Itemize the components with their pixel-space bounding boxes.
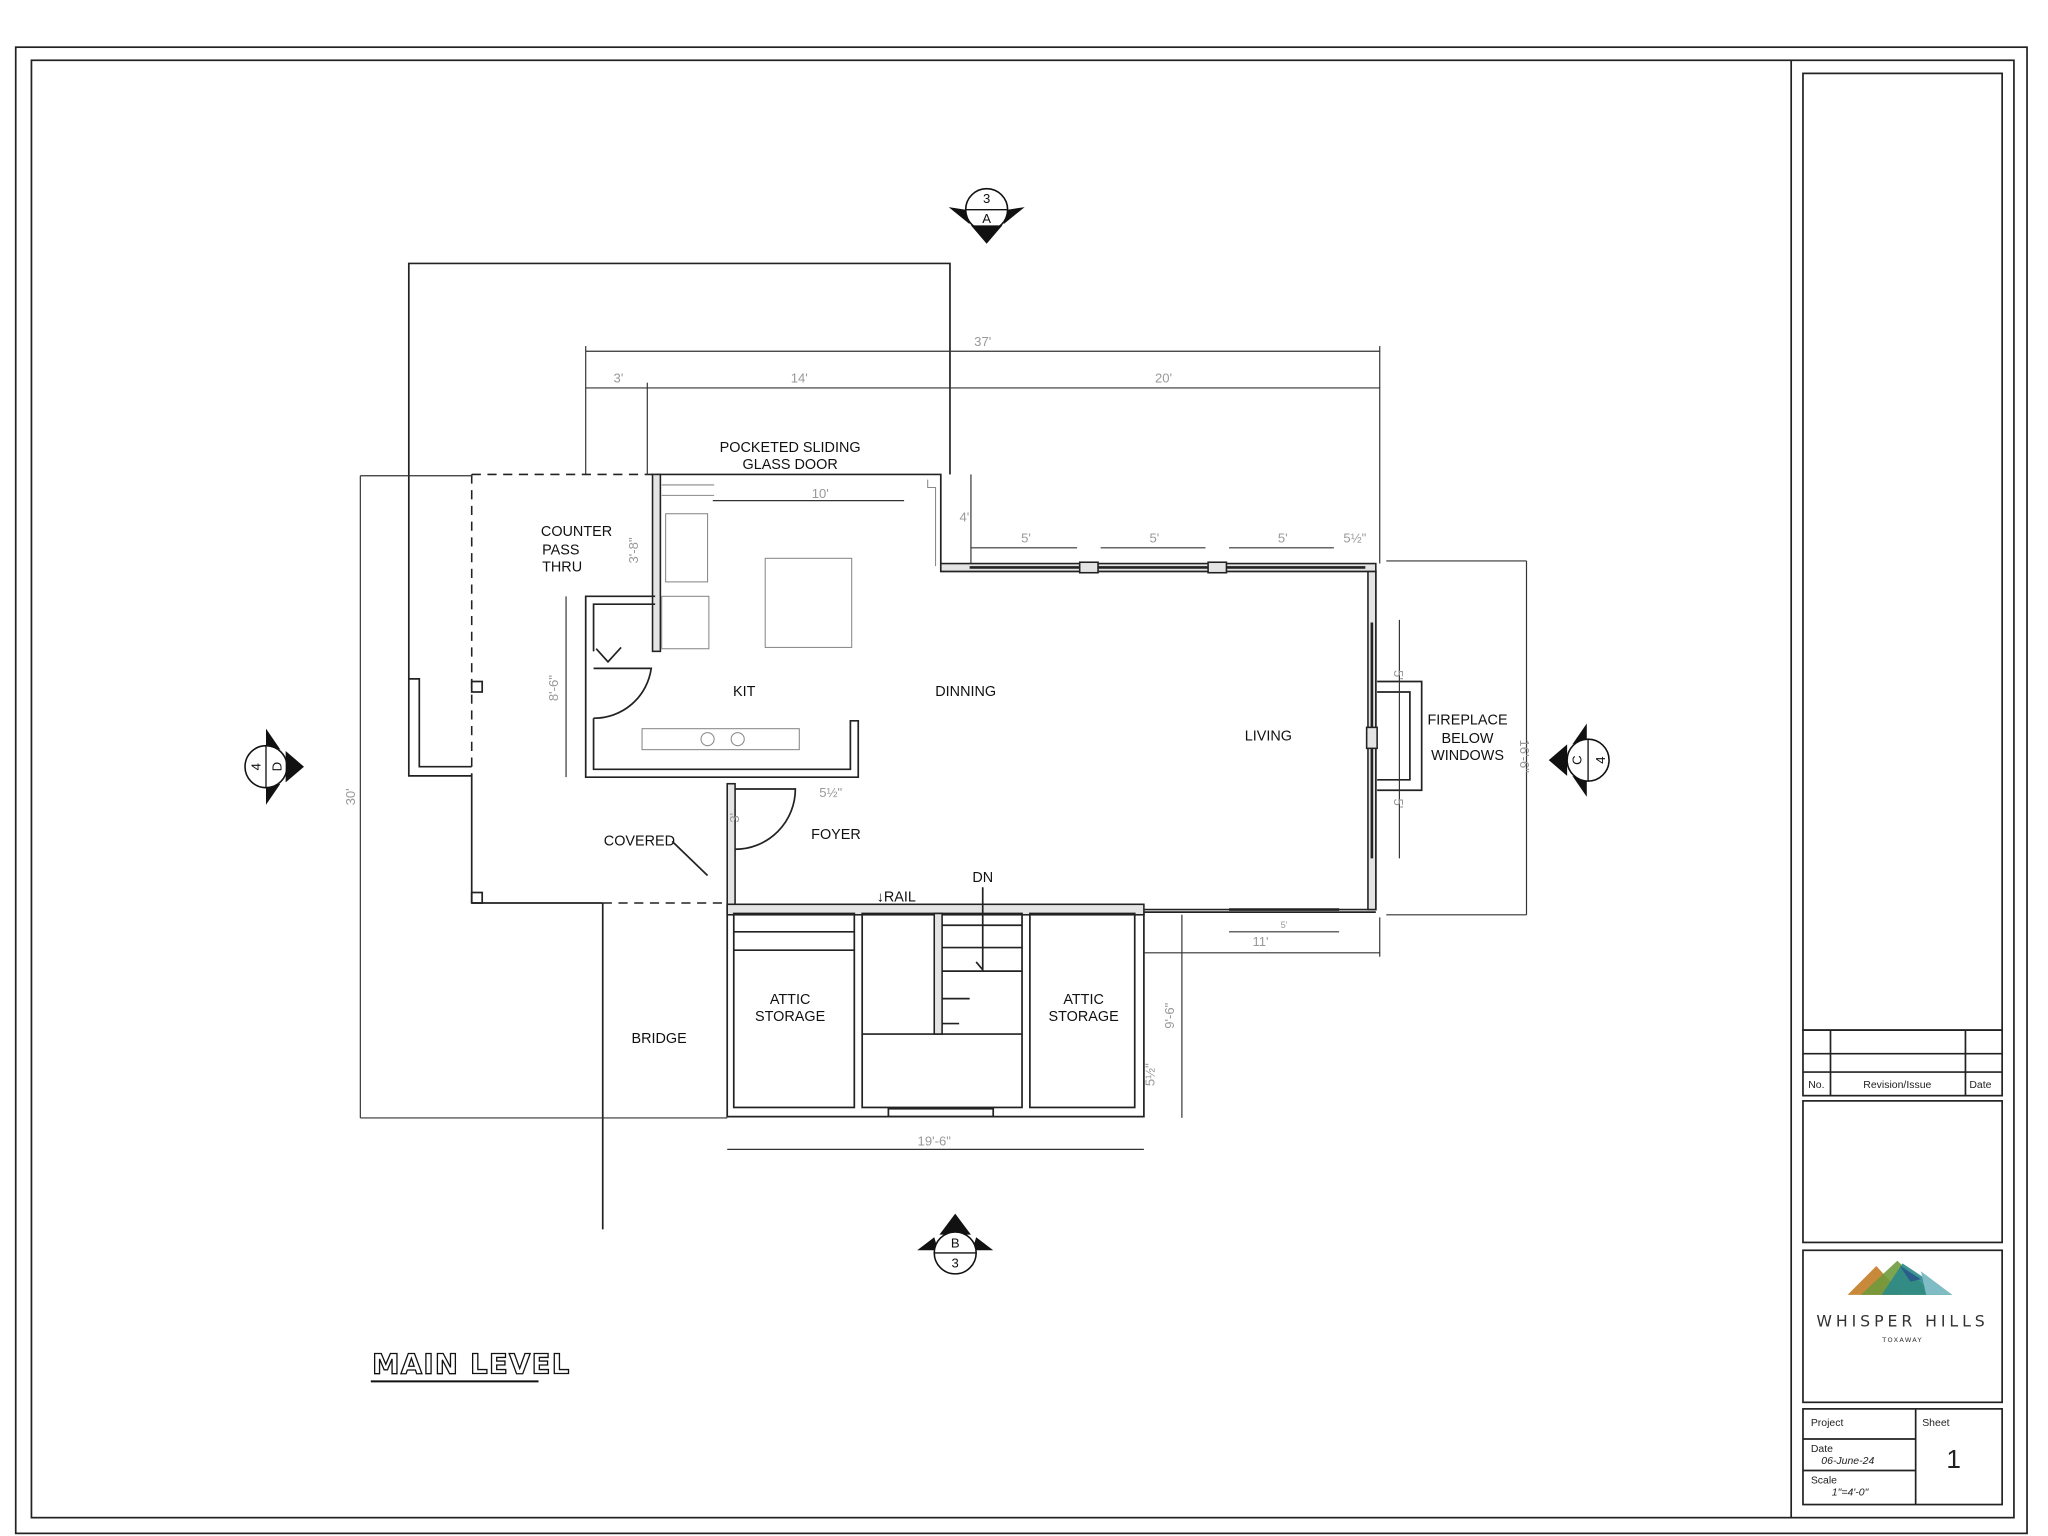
label-pass: PASS bbox=[542, 542, 579, 558]
section-right-letter: C bbox=[1570, 755, 1585, 764]
section-left-num: 4 bbox=[249, 763, 264, 770]
outer-border bbox=[14, 46, 2028, 1535]
section-marker-bottom: B 3 bbox=[917, 1213, 994, 1275]
sheet-number: 1 bbox=[1946, 1444, 1961, 1474]
dimension-lines bbox=[359, 345, 1528, 1150]
dim-window: 5' bbox=[1149, 531, 1159, 546]
label-living: LIVING bbox=[1245, 728, 1292, 744]
dim-counter-10: 10' bbox=[812, 486, 829, 501]
label-bridge: BRIDGE bbox=[631, 1031, 686, 1047]
label-glass-door: GLASS DOOR bbox=[742, 457, 837, 473]
dim-counter-3-8: 3'-8" bbox=[626, 537, 641, 563]
label-storage-right: STORAGE bbox=[1049, 1009, 1119, 1025]
rev-header-revision: Revision/Issue bbox=[1863, 1080, 1931, 1091]
label-thru: THRU bbox=[542, 559, 582, 575]
room-labels: COUNTER PASS THRU POCKETED SLIDING GLASS… bbox=[541, 440, 1508, 1047]
dim-window: 5' bbox=[1278, 531, 1288, 546]
logo-sub: TOXAWAY bbox=[1881, 1336, 1923, 1344]
deck-outline bbox=[407, 262, 951, 1230]
dim-rear-11: 11' bbox=[1252, 934, 1268, 949]
label-counter: COUNTER bbox=[541, 524, 612, 540]
label-below: BELOW bbox=[1442, 731, 1494, 747]
dim-wall: 5½" bbox=[1142, 1063, 1157, 1086]
sheet-title: MAIN LEVEL bbox=[372, 1348, 570, 1380]
section-top-num: 3 bbox=[983, 191, 990, 206]
section-left-letter: D bbox=[270, 762, 285, 771]
dim-door: 3' bbox=[727, 813, 742, 823]
date-value: 06-June-24 bbox=[1821, 1456, 1874, 1467]
dim-overall-depth: 30' bbox=[343, 788, 358, 805]
logo-name: WHISPER HILLS bbox=[1816, 1311, 1988, 1330]
dim-window: 5' bbox=[1021, 531, 1031, 546]
dim-fire: 5' bbox=[1391, 798, 1406, 808]
dim-20: 20' bbox=[1155, 371, 1172, 386]
section-marker-top: 3 A bbox=[948, 187, 1025, 244]
dim-wing-width: 19'-6" bbox=[918, 1133, 952, 1148]
section-top-letter: A bbox=[982, 211, 991, 226]
dim-14: 14' bbox=[791, 371, 808, 386]
dim-wall: 5½" bbox=[1343, 531, 1366, 546]
dim-wing-depth: 9'-6" bbox=[1162, 1002, 1177, 1028]
label-foyer: FOYER bbox=[811, 827, 861, 843]
walls bbox=[584, 473, 1423, 1118]
label-fireplace: FIREPLACE bbox=[1428, 713, 1508, 729]
dim-overall-width: 37' bbox=[974, 334, 991, 349]
label-attic-left: ATTIC bbox=[770, 992, 811, 1008]
dim-fire: 5' bbox=[1391, 670, 1406, 680]
label-pocketed-door: POCKETED SLIDING bbox=[720, 440, 861, 456]
scale-value: 1"=4'-0" bbox=[1832, 1487, 1870, 1498]
dim-living-depth: 16'-6" bbox=[1517, 740, 1532, 774]
label-covered: COVERED bbox=[604, 833, 675, 849]
label-down: DN bbox=[972, 870, 993, 886]
dim-kitchen-depth: 8'-6" bbox=[546, 675, 561, 701]
whisper-hills-logo: WHISPER HILLS TOXAWAY bbox=[1816, 1260, 1988, 1344]
dim-step-4: 4' bbox=[959, 510, 969, 525]
label-rail: ↓RAIL bbox=[877, 890, 916, 906]
section-marker-left: 4 D bbox=[244, 728, 304, 805]
dim-3: 3' bbox=[614, 371, 624, 386]
dim-wall: 5½" bbox=[819, 785, 842, 800]
project-label: Project bbox=[1811, 1418, 1844, 1429]
title-block: No. Revision/Issue Date WHISPER HILLS TO… bbox=[1802, 72, 2003, 1506]
dim-rear-window: 5' bbox=[1281, 920, 1288, 930]
dimension-labels: 37' 3' 14' 20' 10' 4' 5' 5' 5' 5½" 3'-8"… bbox=[343, 334, 1532, 1148]
sheet-label: Sheet bbox=[1922, 1418, 1949, 1429]
section-bottom-letter: B bbox=[951, 1236, 960, 1251]
label-kitchen: KIT bbox=[733, 684, 756, 700]
covered-leader bbox=[671, 840, 709, 877]
rev-header-no: No. bbox=[1808, 1080, 1824, 1091]
label-windows: WINDOWS bbox=[1431, 748, 1504, 764]
scale-label: Scale bbox=[1811, 1476, 1837, 1487]
section-bottom-num: 3 bbox=[952, 1255, 959, 1270]
section-right-num: 4 bbox=[1593, 756, 1608, 763]
label-dining: DINNING bbox=[935, 684, 996, 700]
section-marker-right: C 4 bbox=[1548, 723, 1610, 797]
date-label: Date bbox=[1811, 1444, 1833, 1455]
label-attic-right: ATTIC bbox=[1063, 992, 1104, 1008]
label-storage-left: STORAGE bbox=[755, 1009, 825, 1025]
rev-header-date: Date bbox=[1969, 1080, 1991, 1091]
inner-border bbox=[30, 59, 2015, 1519]
